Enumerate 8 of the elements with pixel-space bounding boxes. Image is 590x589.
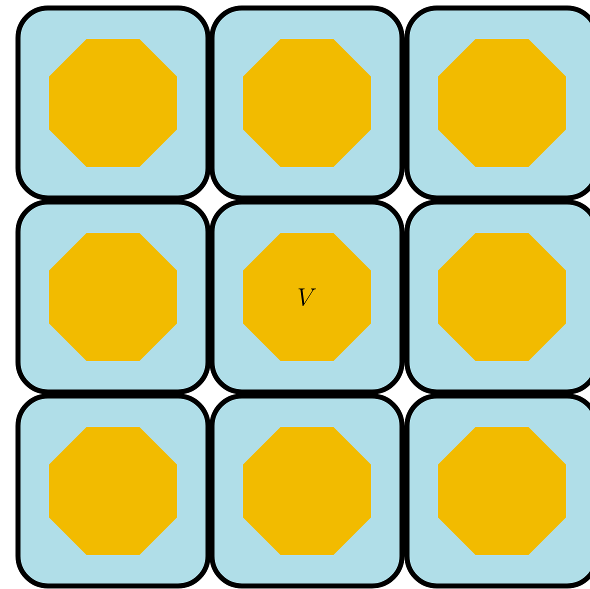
octagon-shape (49, 39, 177, 167)
octagon-shape (243, 39, 371, 167)
octagon-shape (49, 233, 177, 361)
octagon-shape (438, 233, 566, 361)
octagon-shape (49, 427, 177, 555)
octagon-shape (438, 427, 566, 555)
octagon-shape (243, 427, 371, 555)
octagon-shape (438, 39, 566, 167)
